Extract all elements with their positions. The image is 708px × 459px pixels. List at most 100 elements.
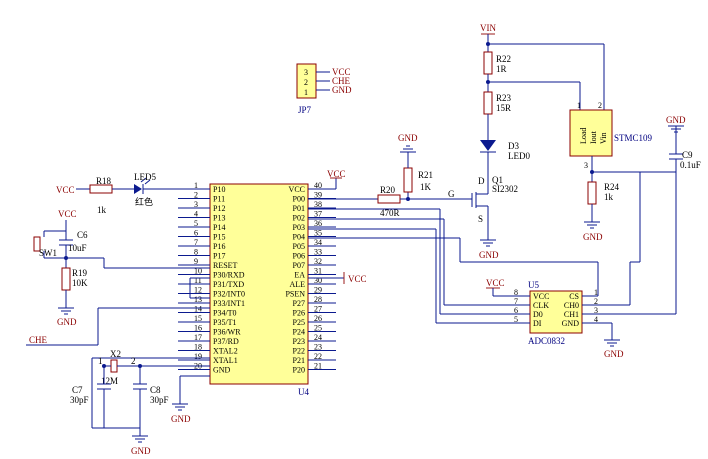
gnd-label-crystal: GND [131,446,151,456]
u4-pin-name: P33/INT1 [213,299,245,308]
vcc-label-reset: VCC [58,209,77,219]
u4-pin-name: P30/RXD [213,271,245,280]
u4-pin-num: 7 [194,238,198,247]
r22-value: 1R [496,64,507,74]
u5-pin-name: DI [533,319,542,328]
u4-pin-num: 25 [314,324,322,333]
u5-pin-num: 7 [514,297,518,306]
stmc-pin-1: 1 [577,101,581,110]
u4-pin-num: 31 [314,267,322,276]
vcc-label-u4: VCC [327,169,346,179]
u4-body [209,183,309,385]
u5-wiring: VCC GND [308,172,641,359]
c9-value: 0.1uF [680,160,701,170]
u4-pin-name: XTAL1 [213,356,238,365]
u4-pin-name: P00 [293,195,305,204]
u4-pin-num: 23 [314,343,322,352]
u5-pin-name: CH1 [564,310,579,319]
gnd-label-r24: GND [583,232,603,242]
led5-value: 红色 [135,196,153,207]
u4-pin-name: P20 [293,366,305,375]
jp7-net-gnd: GND [332,85,352,95]
x2-pin1: 1 [98,356,103,366]
u4-ref: U4 [298,387,309,397]
u4-pin-name: P14 [213,223,225,232]
d3-ref: D3 [508,141,519,151]
r21-resistor [403,167,413,193]
q1-gate-label: G [448,189,455,199]
q1-drain-label: D [478,176,485,186]
r24-value: 1k [604,192,614,202]
u4-pin-name: P22 [293,347,305,356]
che-label: CHE [29,335,48,345]
stmc-label-vin: Vin [599,132,608,144]
stmc109-body [569,109,613,157]
x2-crystal-icon [110,359,118,373]
gnd-label-r21: GND [398,133,418,143]
vin-label: VIN [480,23,496,33]
u5-pin-num: 5 [514,315,518,324]
u5-pin-num: 4 [594,315,598,324]
gnd-label-q1: GND [479,250,499,260]
reset-circuit: VCC SW1 C6 10uF R19 10K GND [33,209,210,327]
u4-pin-num: 8 [194,248,198,257]
u4-pin-name: P32/INT0 [213,290,245,299]
led5-ref: LED5 [134,172,156,182]
u4-pin-name: P16 [213,242,225,251]
u4-pin-num: 4 [194,210,198,219]
u4-pin-num: 19 [194,352,202,361]
u4-pin-name: P31/TXD [213,280,244,289]
c6-value: 10uF [68,243,87,253]
gnd-label-c9: GND [666,115,686,125]
stmc-label-load: Load [579,128,588,144]
u4-pin-name: P06 [293,252,305,261]
r18-value: 1k [97,205,107,215]
r24-resistor [587,181,597,205]
u4-pin-num: 30 [314,276,322,285]
c8-value: 30pF [150,395,169,405]
c9-circuit: GND C9 0.1uF [582,115,701,315]
u4-pin-num: 37 [314,210,322,219]
u4-pin-name: P21 [293,356,305,365]
u5-pin-name: D0 [533,310,543,319]
r18-resistor [89,184,113,194]
u4-pin-num: 33 [314,248,322,257]
u5-pin-name: GND [562,319,580,328]
u4-pin-name: P36/WR [213,328,241,337]
u4-pin-num: 36 [314,219,322,228]
u5-pin-num: 3 [594,306,598,315]
jp7-ref: JP7 [298,105,312,115]
u4-pin-num: 1 [194,181,198,190]
u4-pin-num: 17 [194,333,202,342]
vcc-label-u5: VCC [486,278,505,288]
u4-pin-name: P15 [213,233,225,242]
r19-value: 10K [72,278,88,288]
u5-pin-num: 8 [514,288,518,297]
u4-pin-name: P23 [293,337,305,346]
sw1-ref: SW1 [39,248,57,258]
r20-resistor [377,194,401,204]
u4-pin-name: RESET [213,261,238,270]
u4-pin-name: P27 [293,299,305,308]
c7-value: 30pF [70,395,89,405]
u4-pin-num: 11 [194,276,202,285]
jp7-pin-1: 1 [304,88,308,97]
u4-pin-num: 21 [314,362,322,371]
che-net: CHE [26,277,210,346]
u4-pin-num: 24 [314,333,322,342]
u4-pin-name: EA [294,271,305,280]
u5-pin-num: 1 [594,288,598,297]
u4-pin-name: P26 [293,309,305,318]
d3-value: LED0 [508,151,530,161]
r22-resistor [483,51,493,75]
u4-pin-name: P03 [293,223,305,232]
u4-pin-name: P12 [213,204,225,213]
u4-gnd: GND [171,375,210,424]
vcc-label-r18: VCC [56,185,75,195]
jp7-pin-3: 3 [304,68,308,77]
gnd-label-r19: GND [57,317,77,327]
u4-pin-num: 28 [314,295,322,304]
gnd-label-u4: GND [171,414,191,424]
